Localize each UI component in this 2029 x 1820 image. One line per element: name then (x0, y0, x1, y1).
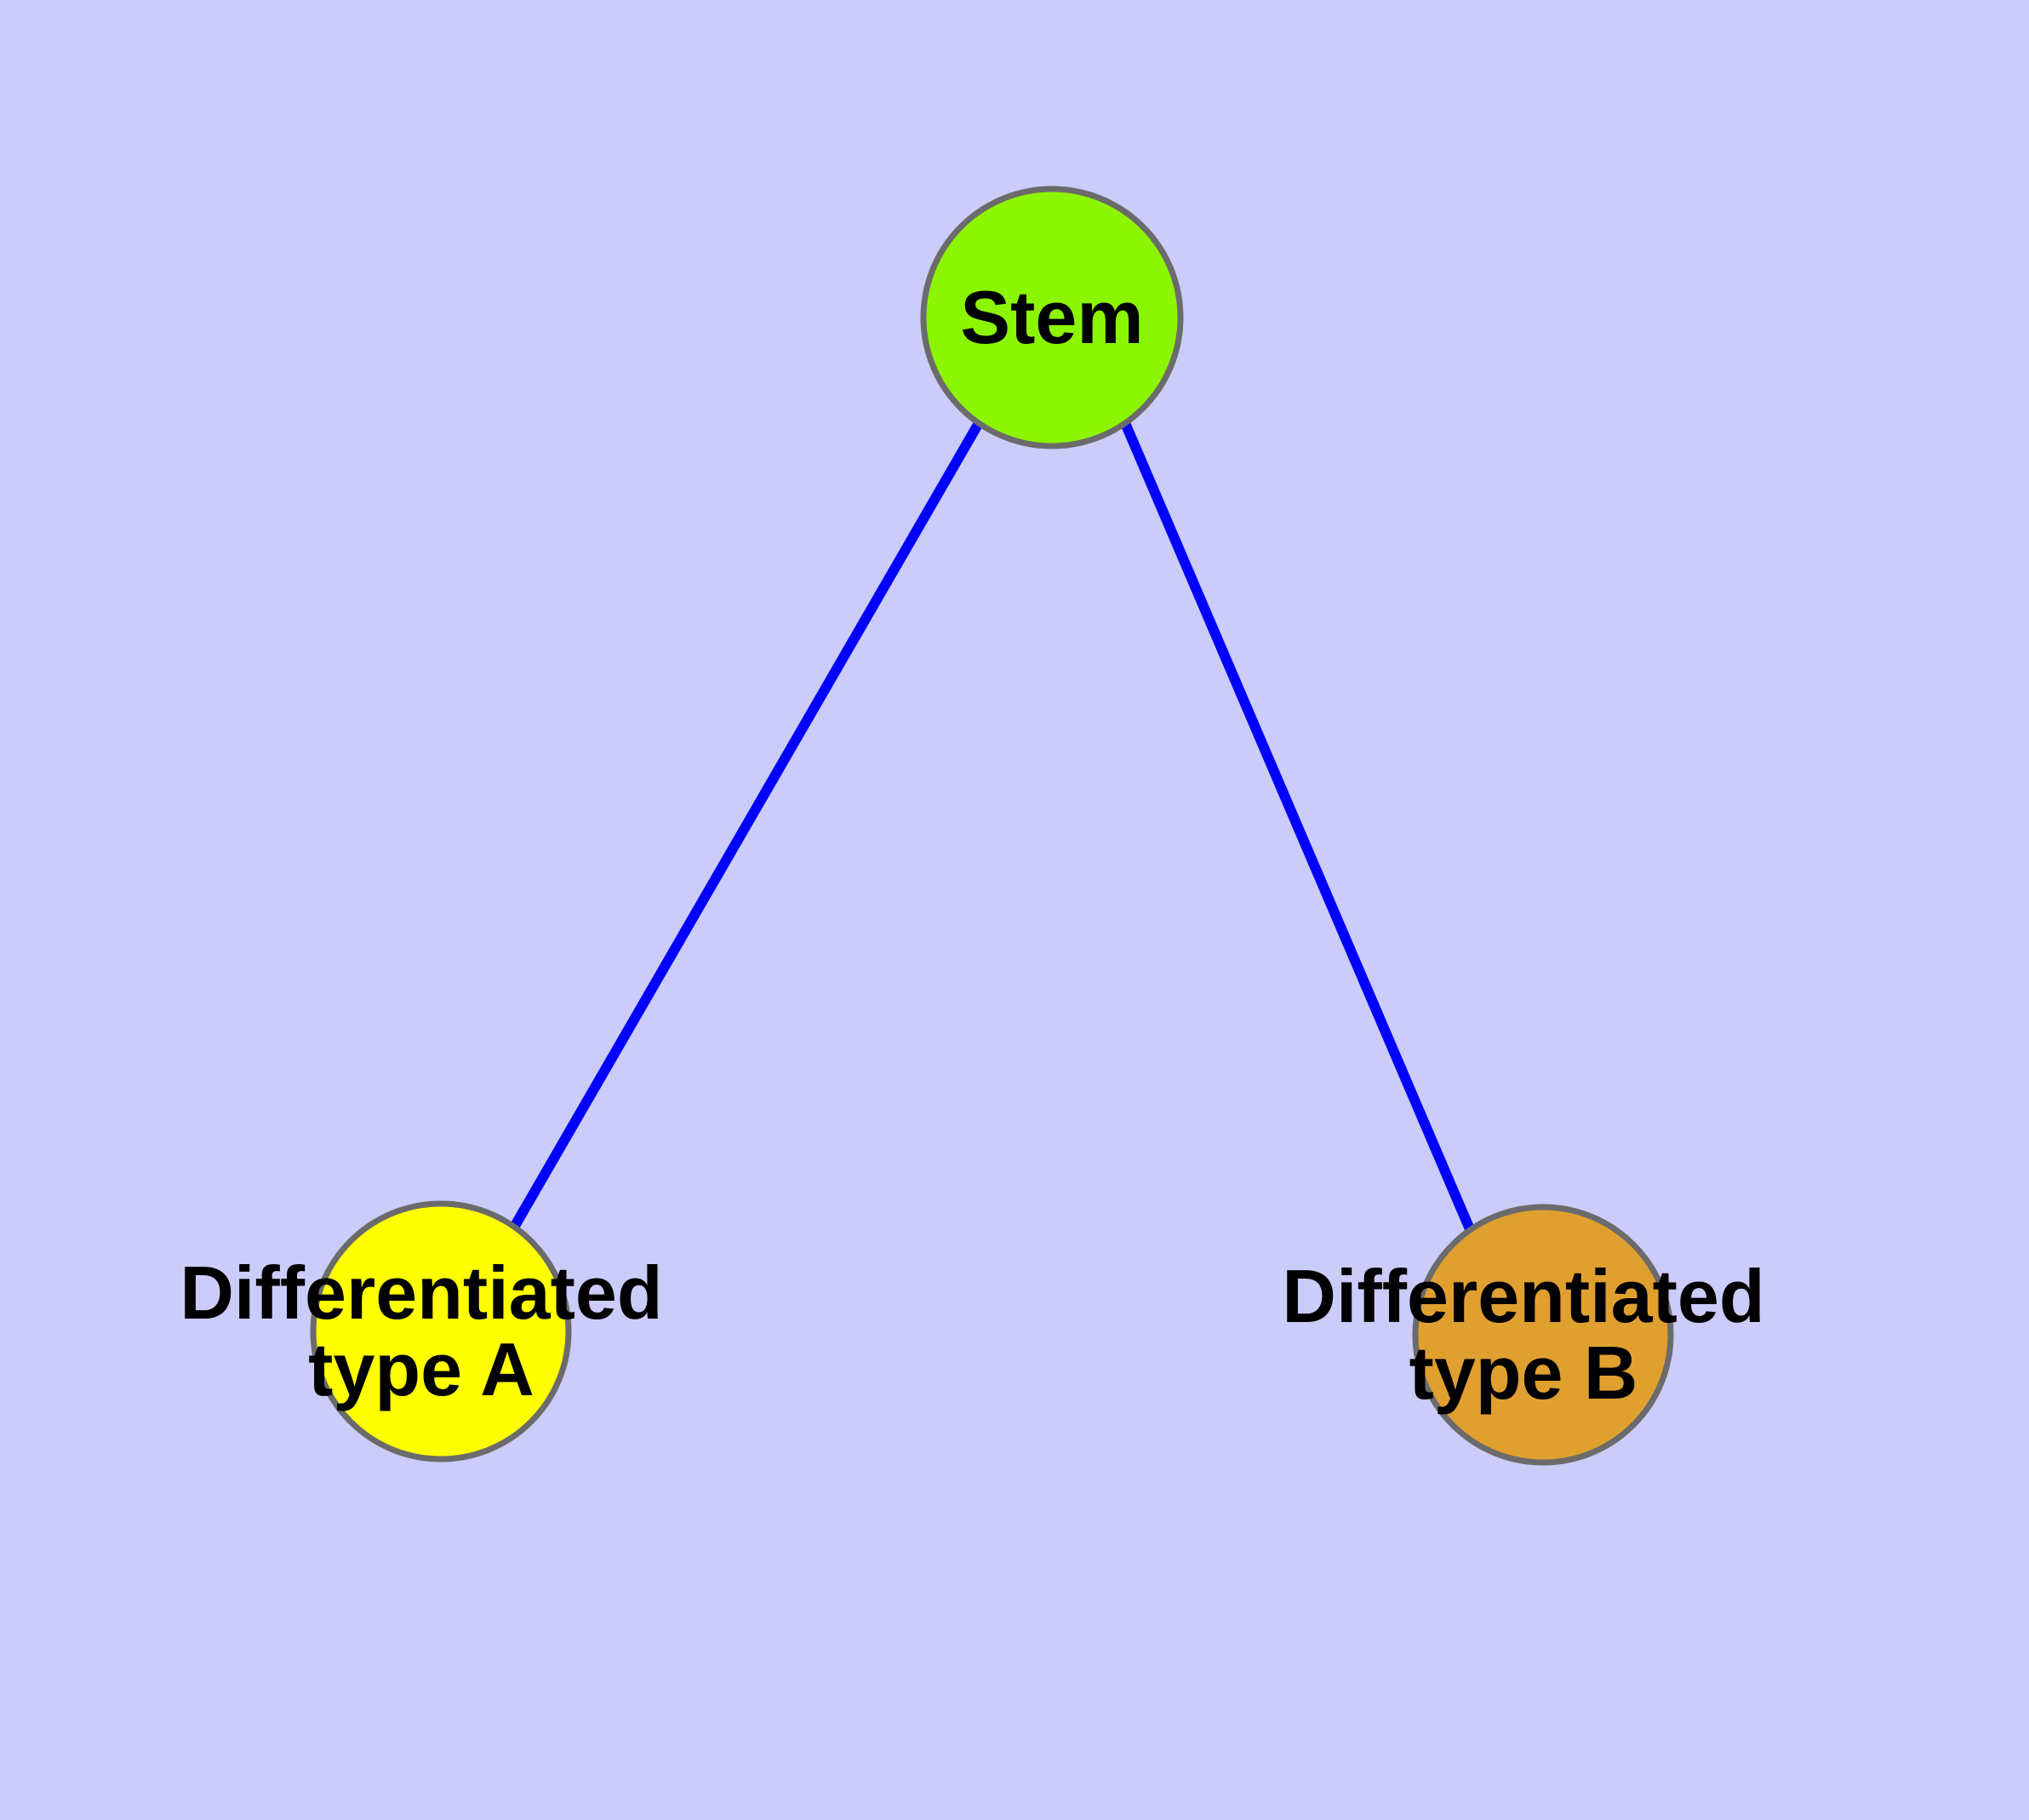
edge-stem-to-type-b (1120, 421, 1475, 1232)
node-label-line: Differentiated (1282, 1254, 1764, 1338)
nodes-layer (310, 186, 1674, 1466)
node-differentiated-type-a[interactable] (310, 1200, 572, 1462)
edge-stem-to-type-a (510, 420, 984, 1229)
node-label-line: Differentiated (180, 1251, 662, 1335)
node-label-line: type B (1409, 1331, 1638, 1415)
node-differentiated-type-b[interactable] (1412, 1204, 1674, 1466)
edges-layer (510, 420, 1475, 1232)
node-label-line: Stem (960, 275, 1143, 359)
node-label-line: type A (308, 1327, 534, 1411)
node-stem[interactable] (920, 186, 1184, 449)
node-label-stem: Stem (960, 275, 1143, 359)
